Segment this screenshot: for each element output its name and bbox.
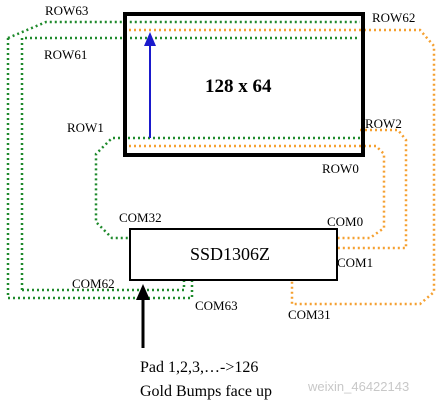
com63-label: COM63 — [195, 298, 238, 313]
green-row61-line — [20, 36, 360, 290]
row0-label: ROW0 — [322, 161, 359, 176]
caption-line2: Gold Bumps face up — [140, 383, 272, 400]
green-row1-line — [94, 136, 360, 240]
com31-label: COM31 — [288, 307, 331, 322]
green-row61-bottom — [22, 280, 186, 292]
com32-label: COM32 — [119, 210, 162, 225]
green-row63-top — [7, 20, 360, 40]
orange-routing — [124, 28, 436, 306]
display-size-label: 128 x 64 — [205, 76, 272, 97]
green-routing — [6, 20, 360, 300]
caption-line1: Pad 1,2,3,…->126 — [140, 359, 259, 376]
watermark: weixin_46422143 — [308, 379, 410, 394]
com0-label: COM0 — [327, 214, 364, 229]
row2-label: ROW2 — [365, 116, 402, 131]
com62-label: COM62 — [72, 276, 115, 291]
pad-arrow — [136, 284, 150, 348]
row61-label: ROW61 — [44, 47, 88, 62]
ssd1306z-chip — [129, 228, 338, 281]
orange-row0-line — [338, 128, 408, 250]
com1-label: COM1 — [337, 255, 374, 270]
scan-direction-arrow — [144, 32, 156, 138]
row63-label: ROW63 — [45, 3, 89, 18]
display-panel — [123, 12, 365, 157]
orange-row62-line — [124, 28, 436, 306]
orange-row2-line — [124, 144, 386, 240]
green-row63-line — [6, 38, 194, 300]
row62-label: ROW62 — [372, 10, 416, 25]
row1-label: ROW1 — [67, 120, 104, 135]
chip-label: SSD1306Z — [190, 244, 271, 264]
